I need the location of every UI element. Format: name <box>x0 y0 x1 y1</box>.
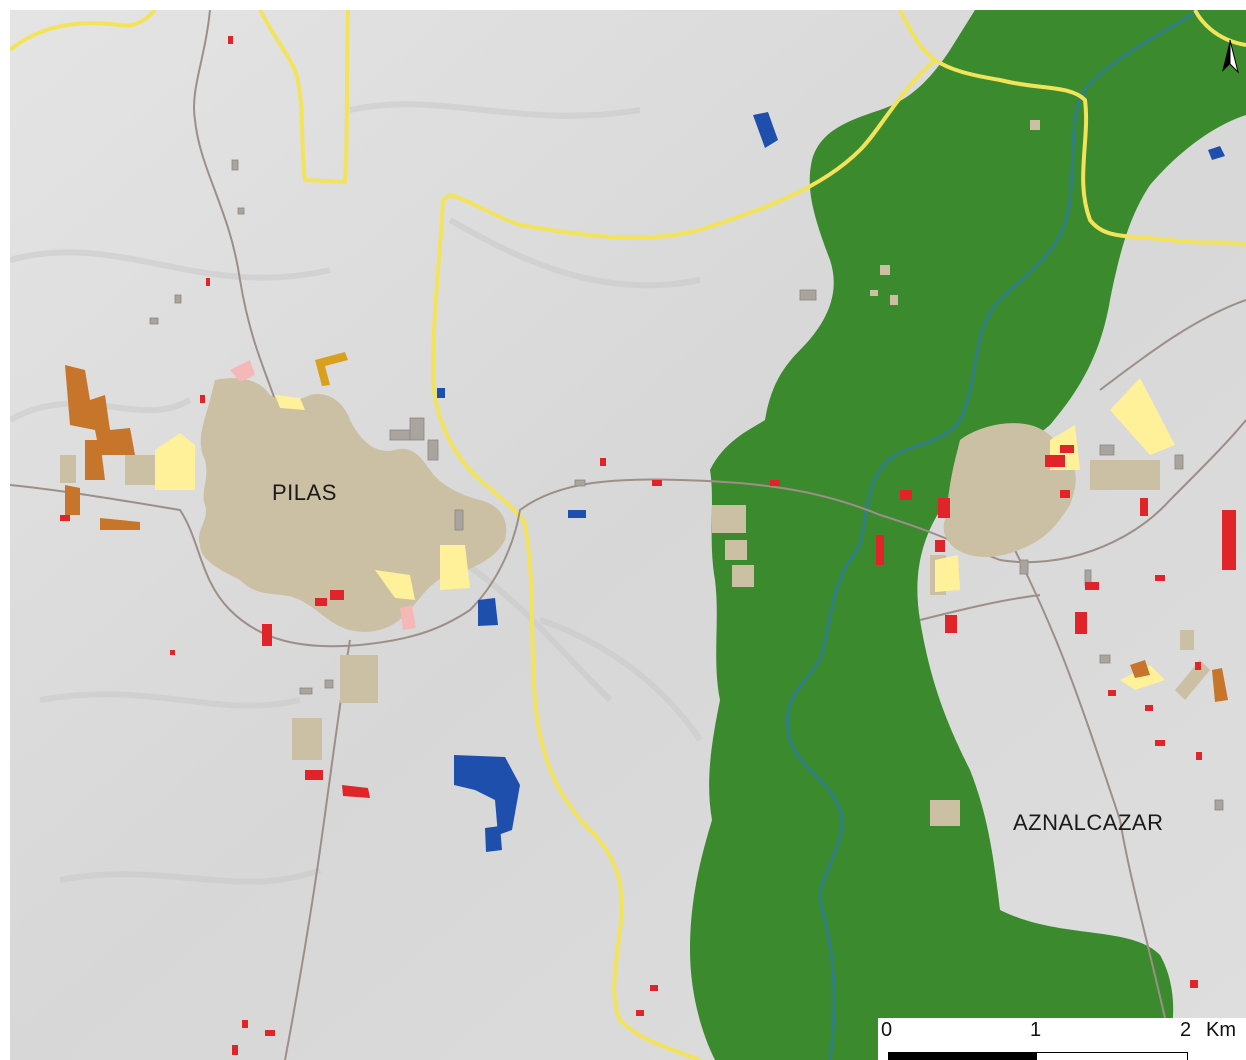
urban-areas <box>60 378 1210 760</box>
town-label-aznalcazar: AZNALCAZAR <box>1013 810 1164 835</box>
aznalcazar-urban <box>943 423 1076 557</box>
map-svg <box>10 10 1246 1060</box>
river <box>785 10 1201 1060</box>
orange-parcels <box>65 365 1228 702</box>
north-arrow-icon <box>1222 39 1239 74</box>
scale-tick-0: 0 <box>881 1019 893 1041</box>
blue-parcels <box>437 112 1225 852</box>
yellow-parcels <box>155 378 1175 690</box>
red-parcels <box>60 36 1236 1055</box>
municipal-boundaries <box>10 10 1246 1060</box>
forest-clearings <box>712 120 1040 826</box>
gray-parcels <box>149 159 1224 811</box>
map-canvas[interactable]: PILAS AZNALCAZAR 0 1 2 Km <box>10 10 1246 1060</box>
town-label-pilas: PILAS <box>272 480 337 505</box>
pilas-urban <box>198 378 507 632</box>
scale-bar: 0 1 2 Km <box>878 1018 1246 1060</box>
scale-tick-2: 2 <box>1180 1019 1192 1041</box>
scale-segment-white <box>1036 1052 1188 1060</box>
hillshade-ridges <box>10 101 703 885</box>
scale-unit: Km <box>1206 1019 1236 1041</box>
riparian-forest <box>690 10 1246 1060</box>
scale-segment-black <box>888 1052 1038 1060</box>
scale-tick-1: 1 <box>1030 1019 1042 1041</box>
pink-parcels <box>230 360 416 630</box>
gold-parcel <box>315 352 348 386</box>
